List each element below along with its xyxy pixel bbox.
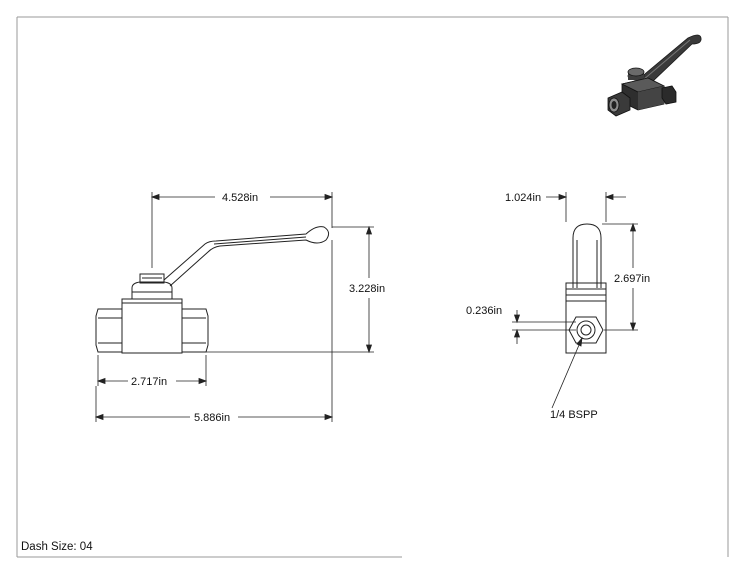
dim-0236: 0.236in <box>466 305 502 317</box>
front-view <box>95 226 330 354</box>
dash-size-label: Dash Size: 04 <box>21 541 93 553</box>
side-body <box>565 294 607 354</box>
dim-1024: 1.024in <box>505 192 541 204</box>
side-handle <box>572 223 602 288</box>
side-dimensions <box>512 192 638 409</box>
sheet-frame <box>16 16 729 558</box>
handle <box>163 226 330 287</box>
dim-4528: 4.528in <box>222 192 258 204</box>
dim-5886: 5.886in <box>194 412 230 424</box>
isometric-view <box>607 34 702 117</box>
thread-callout: 1/4 BSPP <box>550 409 598 421</box>
dim-2697: 2.697in <box>614 273 650 285</box>
dim-2717: 2.717in <box>131 376 167 388</box>
front-dimensions <box>94 192 374 422</box>
right-port <box>181 308 209 353</box>
side-view <box>565 223 607 354</box>
stem-nut <box>131 281 173 299</box>
left-port <box>95 308 123 353</box>
dim-3228: 3.228in <box>349 283 385 295</box>
valve-body <box>121 298 183 354</box>
